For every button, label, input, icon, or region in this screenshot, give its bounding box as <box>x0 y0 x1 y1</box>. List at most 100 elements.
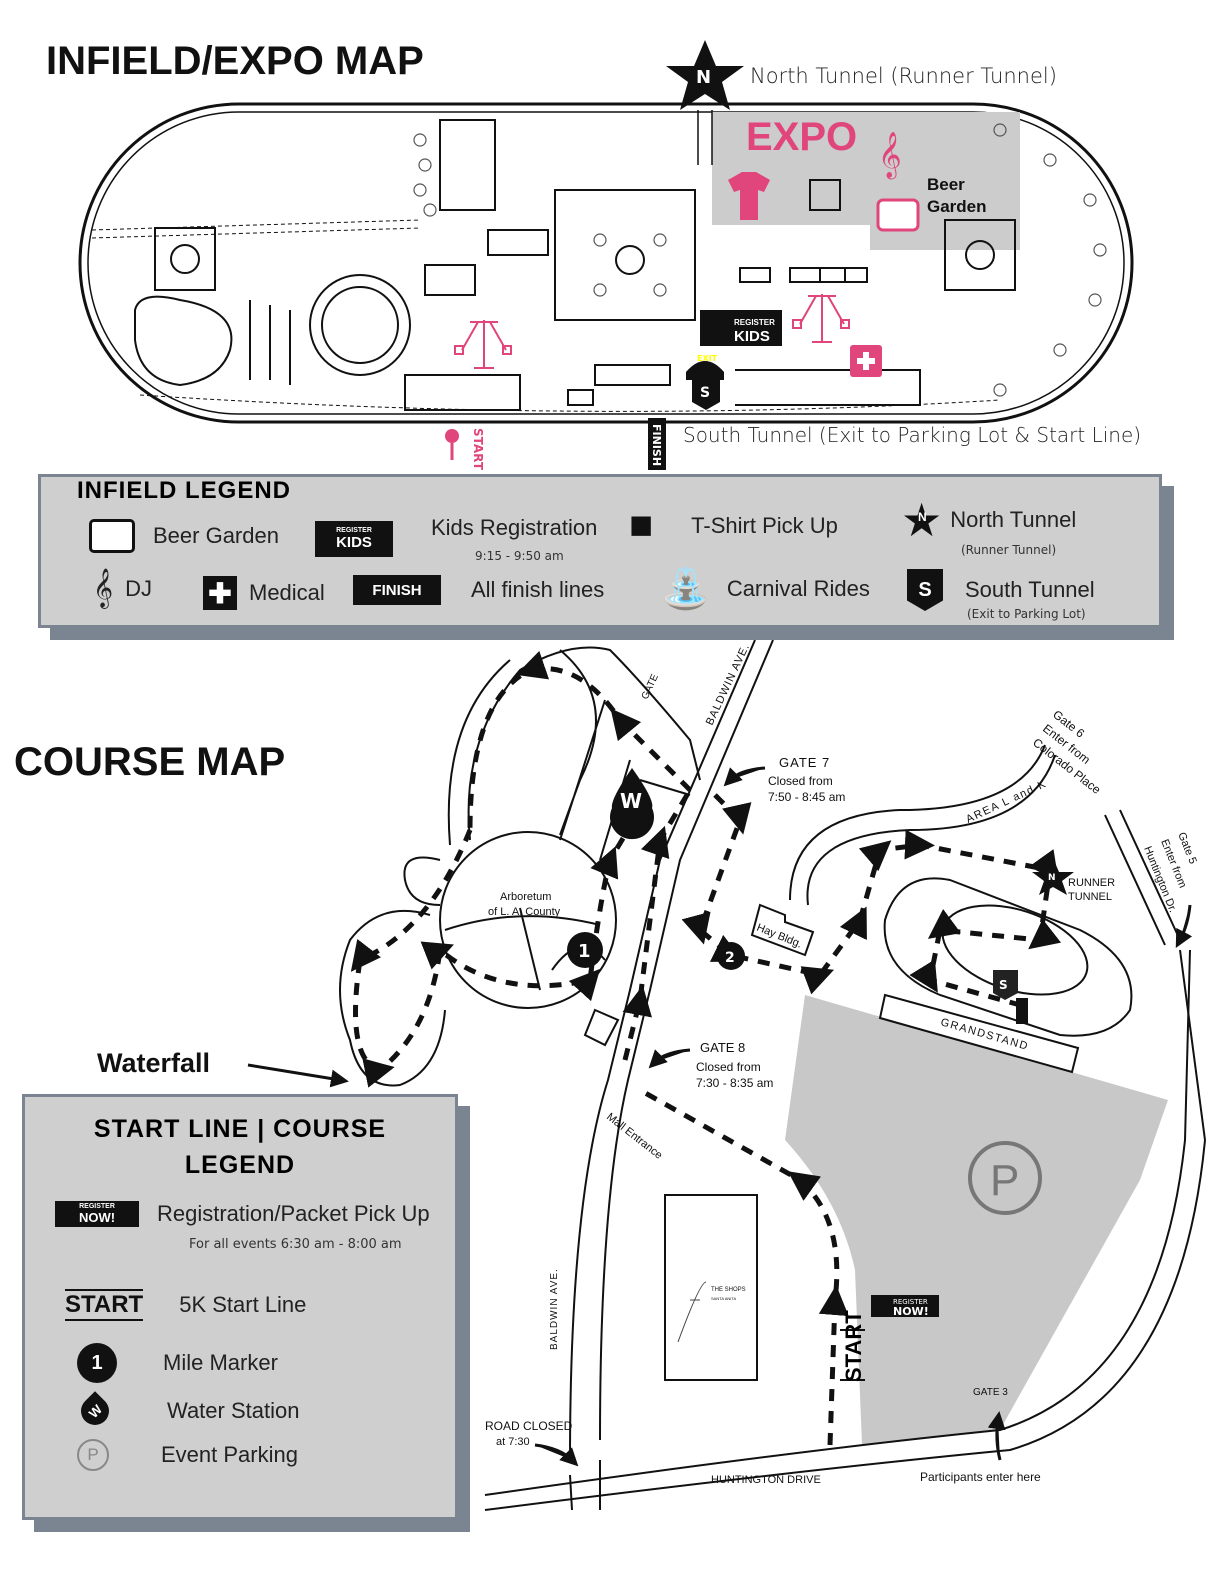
legend-item-start: START 5K Start Line <box>65 1289 306 1321</box>
legend-item-tshirt: ■T-Shirt Pick Up <box>629 503 838 548</box>
svg-text:1: 1 <box>578 941 591 962</box>
legend-label: Water Station <box>167 1398 300 1423</box>
mile-marker-icon: 1 <box>77 1343 117 1383</box>
tshirt-icon: ■ <box>629 503 654 547</box>
start-line-marker: START <box>445 428 485 471</box>
svg-text:at 7:30: at 7:30 <box>496 1436 530 1448</box>
svg-text:7:50 - 8:45 am: 7:50 - 8:45 am <box>768 790 845 804</box>
svg-text:7:30 - 8:35 am: 7:30 - 8:35 am <box>696 1076 773 1090</box>
start-line-icon: START <box>65 1289 144 1321</box>
svg-text:S: S <box>700 385 710 401</box>
dj-clef-icon: 𝄞 <box>878 132 902 180</box>
water-station-marker: W <box>610 768 655 840</box>
legend-label: DJ <box>125 575 152 601</box>
svg-text:N: N <box>696 67 711 88</box>
svg-text:of L. A. County: of L. A. County <box>488 906 561 918</box>
svg-text:NOW!: NOW! <box>893 1305 929 1318</box>
beer-garden-icon <box>876 198 920 232</box>
medical-icon <box>850 345 882 377</box>
shops-logo <box>677 1281 707 1343</box>
course-legend-title: START LINE | COURSE LEGEND <box>25 1111 455 1183</box>
runner-tunnel-star: N <box>1032 858 1074 895</box>
legend-north-note: (Runner Tunnel) <box>961 543 1057 557</box>
carnival-ride-icon <box>792 294 850 343</box>
legend-label: 5K Start Line <box>179 1292 307 1317</box>
legend-label: Registration/Packet Pick Up <box>157 1201 430 1226</box>
legend-registration-note: For all events 6:30 am - 8:00 am <box>189 1237 402 1252</box>
legend-label: All finish lines <box>471 577 605 602</box>
mile-marker-1: 1 <box>567 932 603 968</box>
medical-cross-icon: ✚ <box>203 576 237 610</box>
beer-garden-label: Beer <box>927 175 965 194</box>
course-route <box>350 650 1062 1446</box>
legend-item-beer-garden: Beer Garden <box>89 519 279 553</box>
carnival-ride-icon <box>454 320 512 369</box>
legend-item-water: W Water Station <box>75 1391 300 1431</box>
svg-text:START: START <box>471 428 485 471</box>
course-map-title: COURSE MAP <box>14 740 285 784</box>
legend-south-note: (Exit to Parking Lot) <box>967 607 1086 621</box>
beer-garden-icon <box>89 519 135 553</box>
legend-item-carnival: ⛲ Carnival Rides <box>661 565 870 612</box>
tshirt-icon <box>728 172 770 220</box>
svg-text:Arboretum: Arboretum <box>500 891 551 903</box>
legend-label: South Tunnel <box>965 577 1095 602</box>
legend-kids-note: 9:15 - 9:50 am <box>475 549 564 563</box>
svg-text:ROAD CLOSED: ROAD CLOSED <box>485 1419 573 1433</box>
svg-text:FINISH: FINISH <box>650 424 663 466</box>
legend-label: Event Parking <box>161 1442 298 1467</box>
svg-text:HUNTINGTON DRIVE: HUNTINGTON DRIVE <box>711 1474 821 1486</box>
south-tunnel-shield: S <box>993 970 1028 1024</box>
legend-item-parking: P Event Parking <box>77 1439 298 1471</box>
svg-text:W: W <box>620 789 642 813</box>
legend-label: Carnival Rides <box>726 575 870 601</box>
legend-item-medical: ✚ Medical <box>203 576 325 610</box>
expo-area <box>712 112 1020 250</box>
svg-text:GATE 8: GATE 8 <box>700 1040 745 1055</box>
infield-map-title: INFIELD/EXPO MAP <box>46 39 424 83</box>
carnival-ride-icon: ⛲ <box>661 567 711 611</box>
parking-lot: P <box>785 995 1168 1445</box>
svg-text:2: 2 <box>725 950 735 966</box>
title-line: LEGEND <box>184 1151 296 1179</box>
svg-text:RUNNER: RUNNER <box>1068 877 1115 889</box>
svg-text:Mall Entrance: Mall Entrance <box>604 1111 664 1162</box>
legend-label: Medical <box>249 580 325 605</box>
tree-clusters <box>413 123 1107 397</box>
svg-text:P: P <box>990 1156 1019 1205</box>
south-tunnel-shield-icon: S <box>907 569 943 611</box>
finish-line-marker: FINISH <box>648 418 666 470</box>
title-line: START LINE | COURSE <box>93 1115 387 1143</box>
svg-text:S: S <box>999 978 1008 992</box>
svg-text:GATE 7: GATE 7 <box>779 755 830 770</box>
infield-legend-title: INFIELD LEGEND <box>77 477 292 504</box>
svg-text:START: START <box>841 1310 866 1382</box>
expo-label: EXPO <box>746 115 857 159</box>
parking-icon: P <box>77 1439 109 1471</box>
north-tunnel-star-icon: ★N <box>901 494 943 546</box>
svg-text:BALDWIN AVE.: BALDWIN AVE. <box>549 1268 560 1350</box>
svg-text:N: N <box>1048 873 1056 883</box>
infield-buildings <box>134 119 1016 411</box>
north-tunnel-label: North Tunnel (Runner Tunnel) <box>750 64 1057 88</box>
water-station-icon: W <box>75 1391 115 1431</box>
south-tunnel-marker: EXIT S <box>686 354 724 410</box>
svg-text:REGISTER: REGISTER <box>734 318 775 327</box>
south-tunnel-label: South Tunnel (Exit to Parking Lot & Star… <box>683 423 1141 447</box>
register-kids-marker: REGISTER KIDS <box>700 310 782 346</box>
legend-item-mile: 1 Mile Marker <box>77 1343 278 1383</box>
svg-text:Closed from: Closed from <box>768 774 833 788</box>
svg-text:Closed from: Closed from <box>696 1060 761 1074</box>
legend-item-dj: 𝄞 DJ <box>93 569 152 608</box>
legend-label: Beer Garden <box>153 523 279 548</box>
dj-clef-icon: 𝄞 <box>93 569 114 607</box>
legend-label: Mile Marker <box>163 1350 278 1375</box>
north-tunnel-marker: N <box>666 40 744 165</box>
